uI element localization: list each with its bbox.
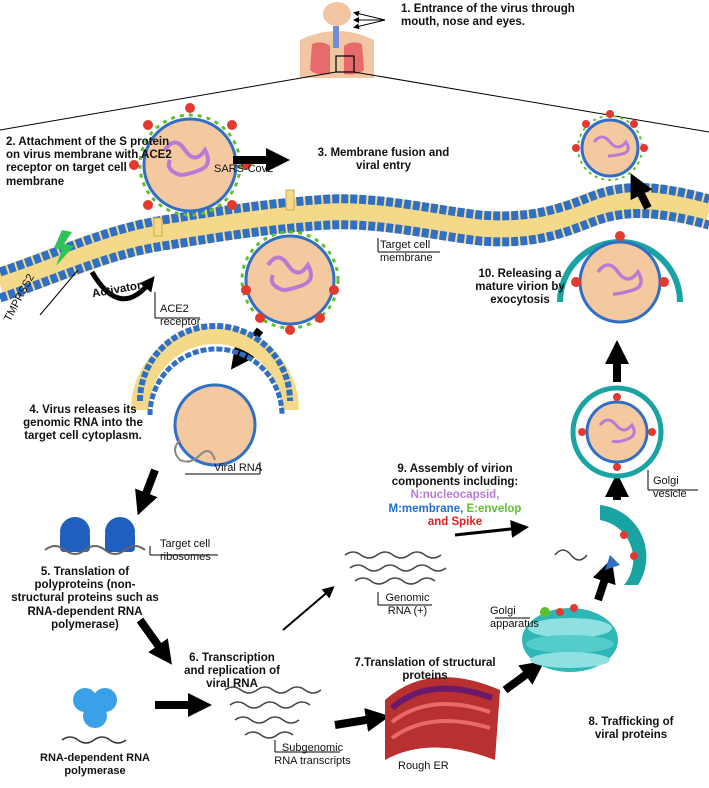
rna-polymerase-icon xyxy=(73,688,117,728)
subgenomic-label: Subgenomic RNA transcripts xyxy=(274,742,351,767)
step-9-envelope: E:envelop xyxy=(466,502,522,515)
rough-er-icon xyxy=(385,677,500,760)
step-6-label: 6. Transcription and replication of vira… xyxy=(184,652,280,691)
target-membrane-label: Target cell membrane xyxy=(380,239,433,264)
step-4-label: 4. Virus releases its genomic RNA into t… xyxy=(23,404,143,443)
golgi-label: Golgi apparatus xyxy=(490,605,539,630)
ribosomes-label: Target cell ribosomes xyxy=(160,538,211,563)
genomic-rna-label: Genomic RNA (+) xyxy=(385,592,430,617)
golgi-vesicle-virion xyxy=(570,385,664,479)
golgi-icon xyxy=(522,604,618,672)
released-virion xyxy=(572,110,648,181)
cell-membrane xyxy=(0,183,709,303)
arrow-genomic-to-assembly xyxy=(454,520,529,538)
step-9-label: 9. Assembly of virion components includi… xyxy=(375,463,535,529)
step-2-label: 2. Attachment of the S protein on virus … xyxy=(6,136,172,188)
arrow-release xyxy=(630,173,653,210)
arrow-er-to-golgi xyxy=(502,660,545,694)
fusing-virion xyxy=(240,230,340,335)
genomic-rna-icon xyxy=(344,551,447,585)
sars-cov2-label: SARS-Cov2 xyxy=(214,163,274,175)
rdrp-label: RNA-dependent RNA polymerase xyxy=(40,752,150,777)
step-10-label: 10. Releasing a mature virion by exocyto… xyxy=(475,268,565,307)
tmprss2-icon xyxy=(54,230,74,266)
viral-rna-label: Viral RNA xyxy=(214,462,263,474)
step-9-spike: and Spike xyxy=(427,515,483,528)
ace2-label: ACE2 receptor xyxy=(160,303,201,328)
arrow-5-to-6 xyxy=(136,617,172,665)
subgenomic-rna-icon xyxy=(224,686,322,739)
step-1-label: 1. Entrance of the virus through mouth, … xyxy=(401,3,575,29)
activator-arrow xyxy=(89,270,155,302)
step-9-prefix: 9. Assembly of virion components includi… xyxy=(391,463,519,489)
assembly-crescent-icon xyxy=(554,505,647,585)
human-lungs-icon xyxy=(300,2,374,78)
arrow-golgi-to-assembly xyxy=(592,558,616,602)
step-8-label: 8. Trafficking of viral proteins xyxy=(588,716,674,742)
step-9-membrane: M:membrane, xyxy=(388,502,464,515)
ribosomes-icon xyxy=(44,517,146,555)
arrow-to-genomic-rna xyxy=(282,586,335,631)
ace2-receptor-icon xyxy=(153,217,163,237)
step-9-nucleocapsid: N:nucleocapsid, xyxy=(410,489,500,502)
arrow-to-er xyxy=(334,708,390,732)
exocytosis-virion xyxy=(557,231,683,324)
rough-er-label: Rough ER xyxy=(398,760,449,772)
step-3-label: 3. Membrane fusion and viral entry xyxy=(317,147,450,173)
sars-cov2-virion xyxy=(129,103,251,217)
rna-release-virion xyxy=(131,323,299,467)
step-5-label: 5. Translation of polyproteins (non-stru… xyxy=(11,566,159,631)
golgi-vesicle-label: Golgi vesicle xyxy=(653,475,687,500)
step-7-label: 7.Translation of structural proteins xyxy=(354,657,496,683)
arrow-4-to-5 xyxy=(135,468,159,516)
